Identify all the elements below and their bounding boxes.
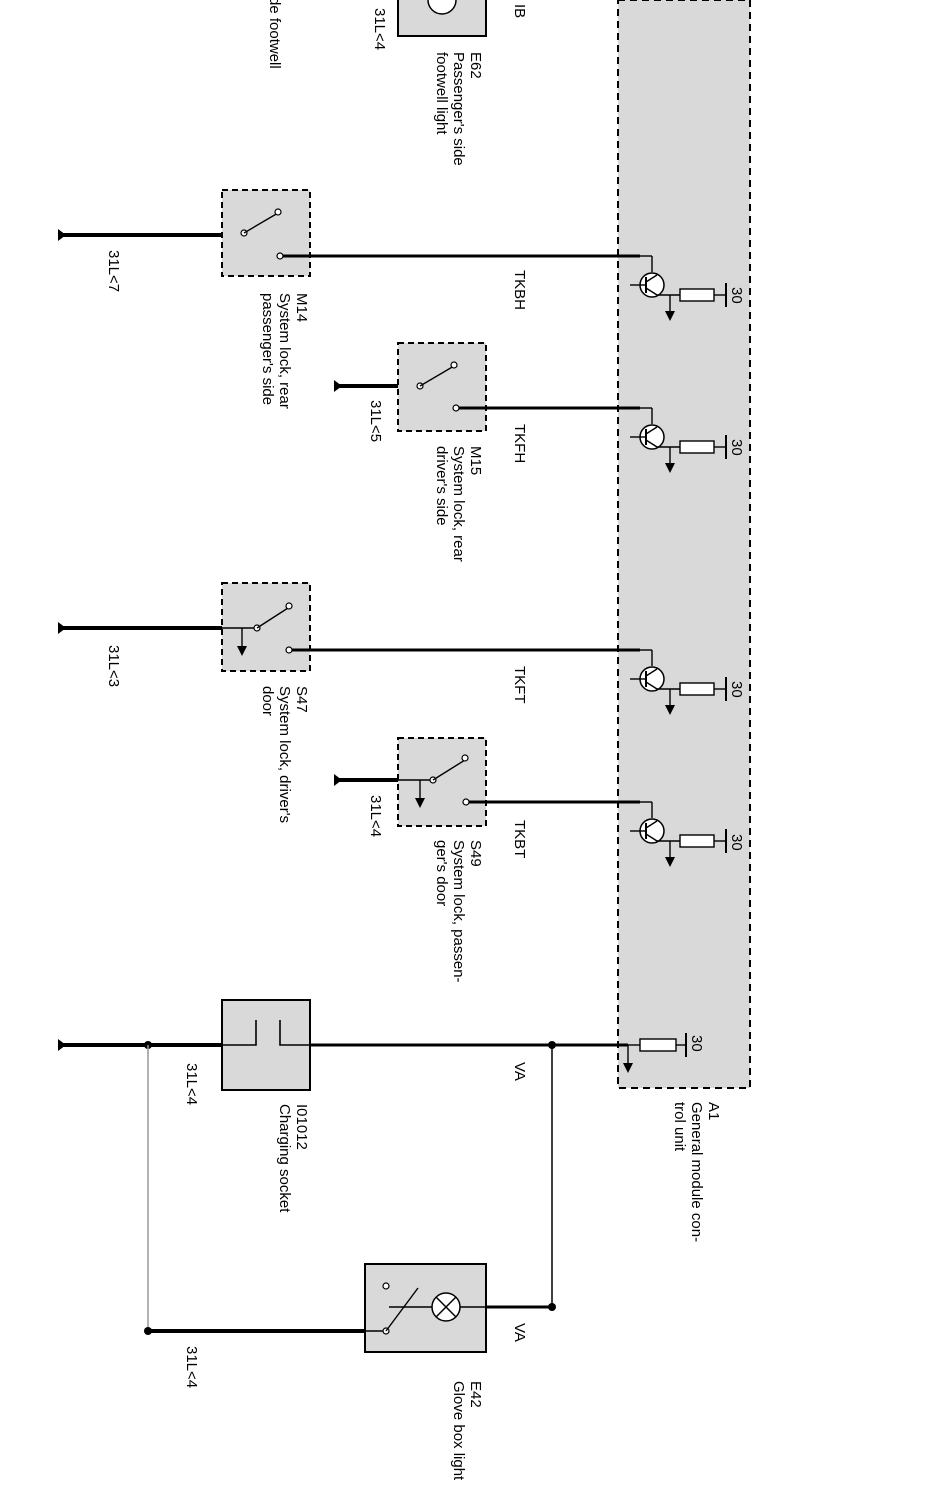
terminal-30-label: 30 [728, 681, 745, 698]
s49-switch-box [397, 737, 487, 827]
e42-contact [382, 1282, 390, 1290]
transistor-collector [645, 426, 658, 435]
transistor-collector [645, 820, 658, 829]
m15-contact [450, 361, 458, 369]
ground-arrow [665, 463, 675, 473]
terminal-30-label: 30 [688, 1035, 705, 1052]
e62-ground-label: 31L<4 [371, 8, 388, 51]
a1-va-resistor [639, 1038, 677, 1052]
s47-switch-lever [256, 607, 289, 629]
pullup-resistor [679, 682, 715, 696]
e42-glove-box-light-box [364, 1263, 487, 1353]
m15-switch-lever [419, 365, 455, 387]
s49-label: S49 System lock, passen- ger's door [433, 840, 484, 983]
pullup-resistor [679, 288, 715, 302]
m15-ground-label: 31L<5 [367, 400, 384, 443]
m14-switch-box [221, 189, 311, 277]
m14-ground-symbol [58, 229, 66, 241]
a1-input-stages [630, 255, 727, 867]
partial-footwell-label: de footwell [266, 0, 283, 69]
m15-contact [452, 404, 460, 412]
e42-switch-lever [385, 1287, 419, 1332]
s49-ground-symbol [334, 774, 342, 786]
m14-ground-label: 31L<7 [105, 250, 122, 293]
ground-arrow [665, 311, 675, 321]
m14-label: M14 System lock, rear passenger's side [259, 293, 310, 409]
m15-ground-symbol [334, 380, 342, 392]
e62-label: E62 Passenger's side footwell light [433, 52, 484, 166]
s49-ground-label: 31L<4 [367, 795, 384, 838]
s47-ground-label: 31L<3 [105, 645, 122, 688]
va-signal-label: VA [511, 1323, 528, 1342]
transistor-emitter [645, 681, 658, 690]
partial-ib-label: IB [511, 4, 528, 19]
pullup-resistor [679, 834, 715, 848]
s49-contact [462, 798, 470, 806]
m15-label: M15 System lock, rear driver's side [433, 446, 484, 562]
tkbh-signal-label: TKBH [511, 270, 528, 311]
a1-label: A1 General module con- trol unit [671, 1102, 722, 1243]
s49-arrow [415, 798, 425, 808]
terminal-30-label: 30 [728, 287, 745, 304]
va-signal-label: VA [511, 1062, 528, 1081]
s47-arrow [237, 646, 247, 656]
ground-arrow [665, 857, 675, 867]
a1-control-unit-box [617, 0, 751, 1089]
a1-va-arrow [623, 1063, 633, 1073]
s49-switch-lever [432, 759, 466, 781]
m14-switch-lever [243, 212, 279, 234]
s47-ground-symbol [58, 622, 66, 634]
s49-contact [461, 754, 469, 762]
s47-contact [285, 602, 293, 610]
ground-arrow [665, 705, 675, 715]
terminal-30-label: 30 [728, 834, 745, 851]
e42-label: E42 Glove box light [450, 1381, 484, 1481]
terminal-30-label: 30 [728, 439, 745, 456]
transistor-emitter [645, 439, 658, 448]
transistor-collector [645, 668, 658, 677]
transistor-collector [645, 274, 658, 283]
pullup-resistor [679, 440, 715, 454]
tkfh-signal-label: TKFH [511, 424, 528, 464]
i01012-label: I01012 Charging socket [276, 1104, 310, 1213]
m14-contact [276, 252, 284, 260]
i01012-ground-label: 31L<4 [183, 1063, 200, 1106]
charging-ground-symbol [58, 1039, 66, 1051]
tkft-signal-label: TKFT [511, 666, 528, 704]
charging-socket-symbol [222, 1020, 310, 1046]
transistor-emitter [645, 287, 658, 296]
transistor-emitter [645, 833, 658, 842]
s47-label: S47 System lock, driver's door [259, 686, 310, 824]
s47-contact [285, 646, 293, 654]
e62-lamp-symbol [427, 0, 457, 15]
e42-ground-label: 31L<4 [183, 1346, 200, 1389]
e42-lamp-cross [435, 1296, 457, 1318]
s47-switch-box [221, 582, 311, 672]
m15-switch-box [397, 342, 487, 432]
tkbt-signal-label: TKBT [511, 820, 528, 859]
m14-contact [274, 208, 282, 216]
